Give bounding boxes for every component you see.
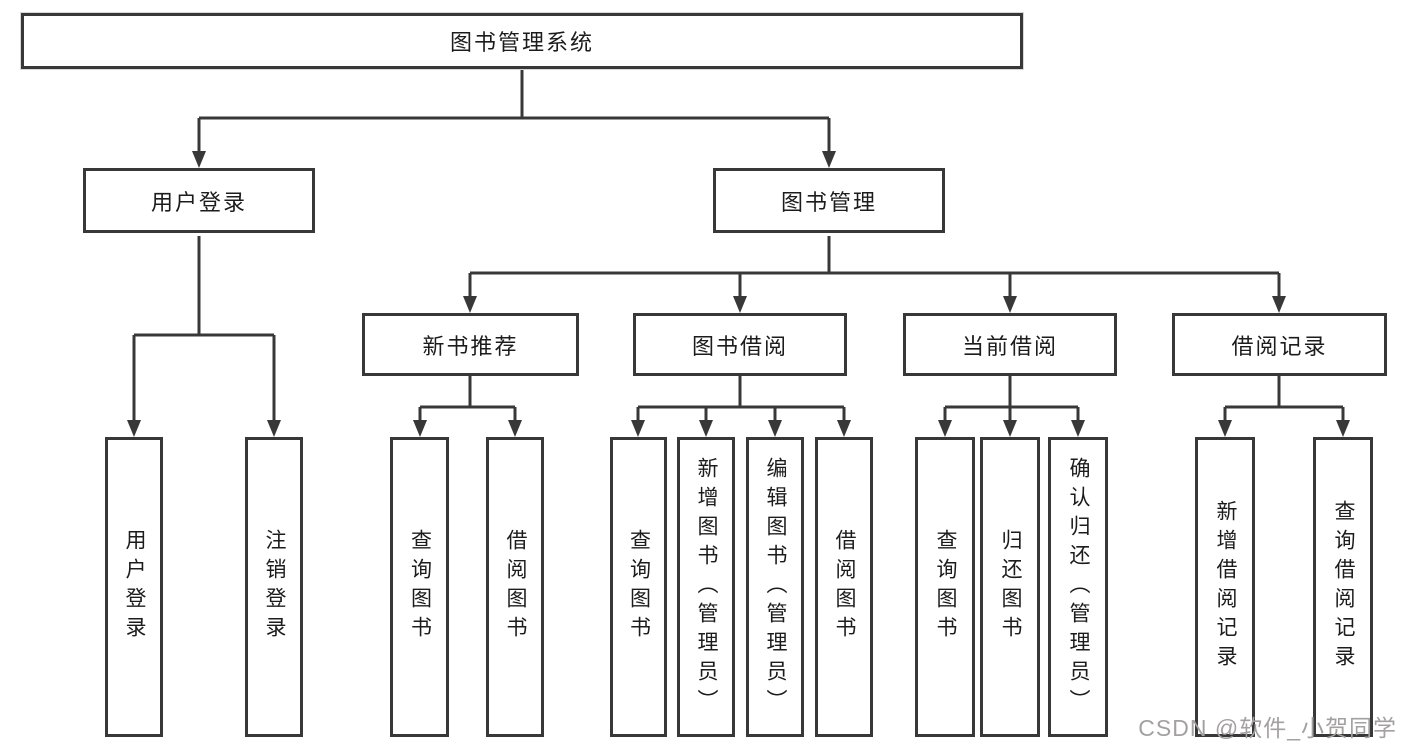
connector-stems xyxy=(132,69,1345,421)
leaf-current-return-book: 归还图书 xyxy=(980,437,1040,737)
leaf-borrow-edit-book-admin-label: 编辑图书（管理员） xyxy=(764,456,788,718)
node-borrow-records-label: 借阅记录 xyxy=(1231,333,1328,359)
leaf-user-login: 用户登录 xyxy=(105,437,163,737)
leaf-recommend-borrow-book-label: 借阅图书 xyxy=(504,529,528,645)
leaf-borrow-query-book: 查询图书 xyxy=(610,437,667,737)
leaf-borrow-edit-book-admin: 编辑图书（管理员） xyxy=(746,437,804,737)
csdn-watermark: CSDN @软件_小贺同学 xyxy=(1138,715,1397,741)
leaf-current-query-book-label: 查询图书 xyxy=(934,529,958,645)
node-new-book-recommend-label: 新书推荐 xyxy=(422,333,519,359)
leaf-current-confirm-return-admin: 确认归还（管理员） xyxy=(1048,437,1108,737)
leaf-logout: 注销登录 xyxy=(245,437,303,737)
node-current-borrow: 当前借阅 xyxy=(903,313,1117,376)
leaf-recommend-query-book-label: 查询图书 xyxy=(408,529,432,645)
node-book-management-branch: 图书管理 xyxy=(713,168,945,233)
leaf-borrow-borrow-book-label: 借阅图书 xyxy=(833,529,857,645)
node-new-book-recommend: 新书推荐 xyxy=(362,313,579,376)
node-root-label: 图书管理系统 xyxy=(449,30,594,55)
leaf-recommend-query-book: 查询图书 xyxy=(390,437,449,737)
leaf-records-add-record-label: 新增借阅记录 xyxy=(1214,500,1238,674)
node-user-login-label: 用户登录 xyxy=(150,189,247,215)
node-current-borrow-label: 当前借阅 xyxy=(961,333,1058,359)
leaf-records-query-record: 查询借阅记录 xyxy=(1313,437,1373,737)
leaf-recommend-borrow-book: 借阅图书 xyxy=(486,437,544,737)
leaf-borrow-add-book-admin-label: 新增图书（管理员） xyxy=(695,456,719,718)
node-book-management-label: 图书管理 xyxy=(780,189,877,215)
leaf-current-confirm-return-admin-label: 确认归还（管理员） xyxy=(1067,456,1091,718)
leaf-current-query-book: 查询图书 xyxy=(915,437,975,737)
node-book-borrow: 图书借阅 xyxy=(633,313,847,376)
leaf-borrow-add-book-admin: 新增图书（管理员） xyxy=(677,437,735,737)
node-book-borrow-label: 图书借阅 xyxy=(691,333,788,359)
node-user-login-branch: 用户登录 xyxy=(83,168,315,233)
leaf-user-login-label: 用户登录 xyxy=(123,529,147,645)
leaf-records-query-record-label: 查询借阅记录 xyxy=(1332,500,1356,674)
leaf-current-return-book-label: 归还图书 xyxy=(999,529,1023,645)
node-borrow-records: 借阅记录 xyxy=(1172,313,1387,376)
leaf-borrow-borrow-book: 借阅图书 xyxy=(815,437,873,737)
leaf-logout-label: 注销登录 xyxy=(263,529,287,645)
leaf-borrow-query-book-label: 查询图书 xyxy=(627,529,651,645)
node-root-system: 图书管理系统 xyxy=(21,13,1023,69)
arrowheads xyxy=(127,151,1350,437)
leaf-records-add-record: 新增借阅记录 xyxy=(1195,437,1255,737)
